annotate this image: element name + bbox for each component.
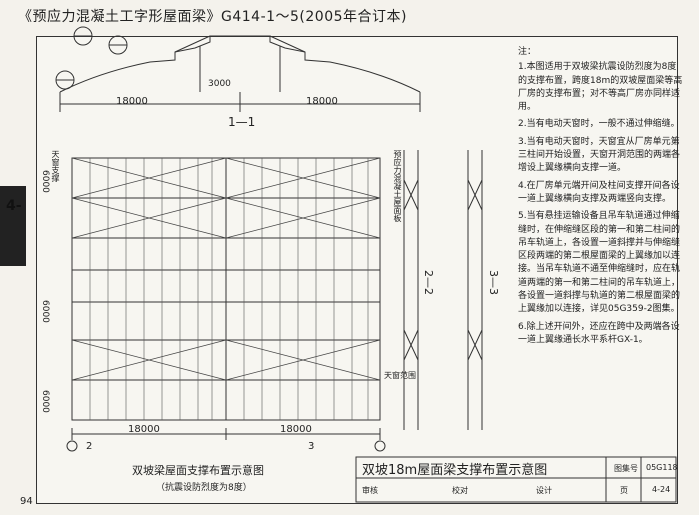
label-bay-left-3: 6000	[40, 390, 50, 413]
dim-mid: 3000	[208, 79, 231, 89]
chapter-tab-label: 4-	[6, 198, 22, 214]
notes-panel: 注： 1.本图适用于双坡梁抗震设防烈度为8度的支撑布置，跨度18m的双坡屋面梁等…	[518, 46, 683, 351]
section-1-1-profile	[59, 35, 421, 112]
drawing-caption: 双坡梁屋面支撑布置示意图	[132, 464, 264, 477]
label-roof-panel: 预应力混凝土屋面板	[393, 150, 402, 222]
page-number-cell: 4-24	[652, 485, 671, 494]
dim-bottom-left: 18000	[128, 424, 160, 435]
grid-label-left: 2	[86, 441, 93, 452]
section-2-2-label: 2—2	[422, 270, 435, 295]
title-block-title: 双坡18m屋面梁支撑布置示意图	[362, 463, 548, 478]
section-1-1-label: 1—1	[228, 115, 256, 129]
note-item: 2.当有电动天窗时，一般不通过伸缩缝。	[518, 119, 680, 130]
note-item: 3.当有电动天窗时，天窗宜从厂房单元第三柱间开始设置，天窗开洞范围的两端各增设上…	[518, 136, 681, 174]
title-block: 双坡18m屋面梁支撑布置示意图 图集号 05G118 审核 校对 设计 页 4-…	[356, 457, 678, 502]
atlas-number: 05G118	[646, 463, 678, 472]
bottom-dimension	[66, 428, 386, 452]
label-bay-left: 6000	[40, 170, 50, 193]
note-item: 6.除上述开间外，还应在跨中及两端各设一道上翼缘通长水平系杆GX-1。	[518, 321, 680, 345]
section-3-3	[467, 150, 483, 430]
dim-left-span: 18000	[116, 96, 148, 107]
dim-right-span: 18000	[306, 96, 338, 107]
design-label: 设计	[536, 486, 552, 495]
label-bay-left-2: 6000	[40, 300, 50, 323]
section-3-3-label: 3—3	[487, 270, 500, 295]
review-label: 审核	[362, 486, 378, 495]
grid-label-right: 3	[308, 441, 315, 452]
roof-plan-beams	[89, 158, 369, 420]
note-item: 1.本图适用于双坡梁抗震设防烈度为8度的支撑布置，跨度18m的双坡屋面梁等高厂房…	[518, 62, 683, 113]
page-number: 94	[20, 496, 33, 507]
page-label: 页	[620, 486, 628, 495]
note-item: 5.当有悬挂运输设备且吊车轨道通过伸缩缝时，在伸缩缝区段的第一和第二柱间的吊车轨…	[518, 211, 681, 315]
title-block-grid	[355, 456, 677, 503]
drawing-subcaption: （抗震设防烈度为8度）	[156, 483, 252, 493]
detail-callouts	[55, 26, 128, 90]
label-skylight-range: 天窗范围	[384, 371, 416, 380]
cross-bracing	[71, 157, 381, 381]
notes-title: 注：	[518, 47, 537, 57]
chapter-tab	[0, 186, 26, 266]
label-skylight-brace: 天窗支撑	[51, 150, 60, 182]
check-label: 校对	[452, 486, 468, 495]
section-2-2	[403, 150, 419, 430]
document-header: 《预应力混凝土工字形屋面梁》G414-1～5(2005年合订本)	[18, 9, 407, 25]
atlas-label: 图集号	[614, 464, 638, 473]
dim-bottom-right: 18000	[280, 424, 312, 435]
note-item: 4.在厂房单元端开间及柱间支撑开间各设一道上翼缘横向支撑及两端竖向支撑。	[518, 180, 680, 204]
